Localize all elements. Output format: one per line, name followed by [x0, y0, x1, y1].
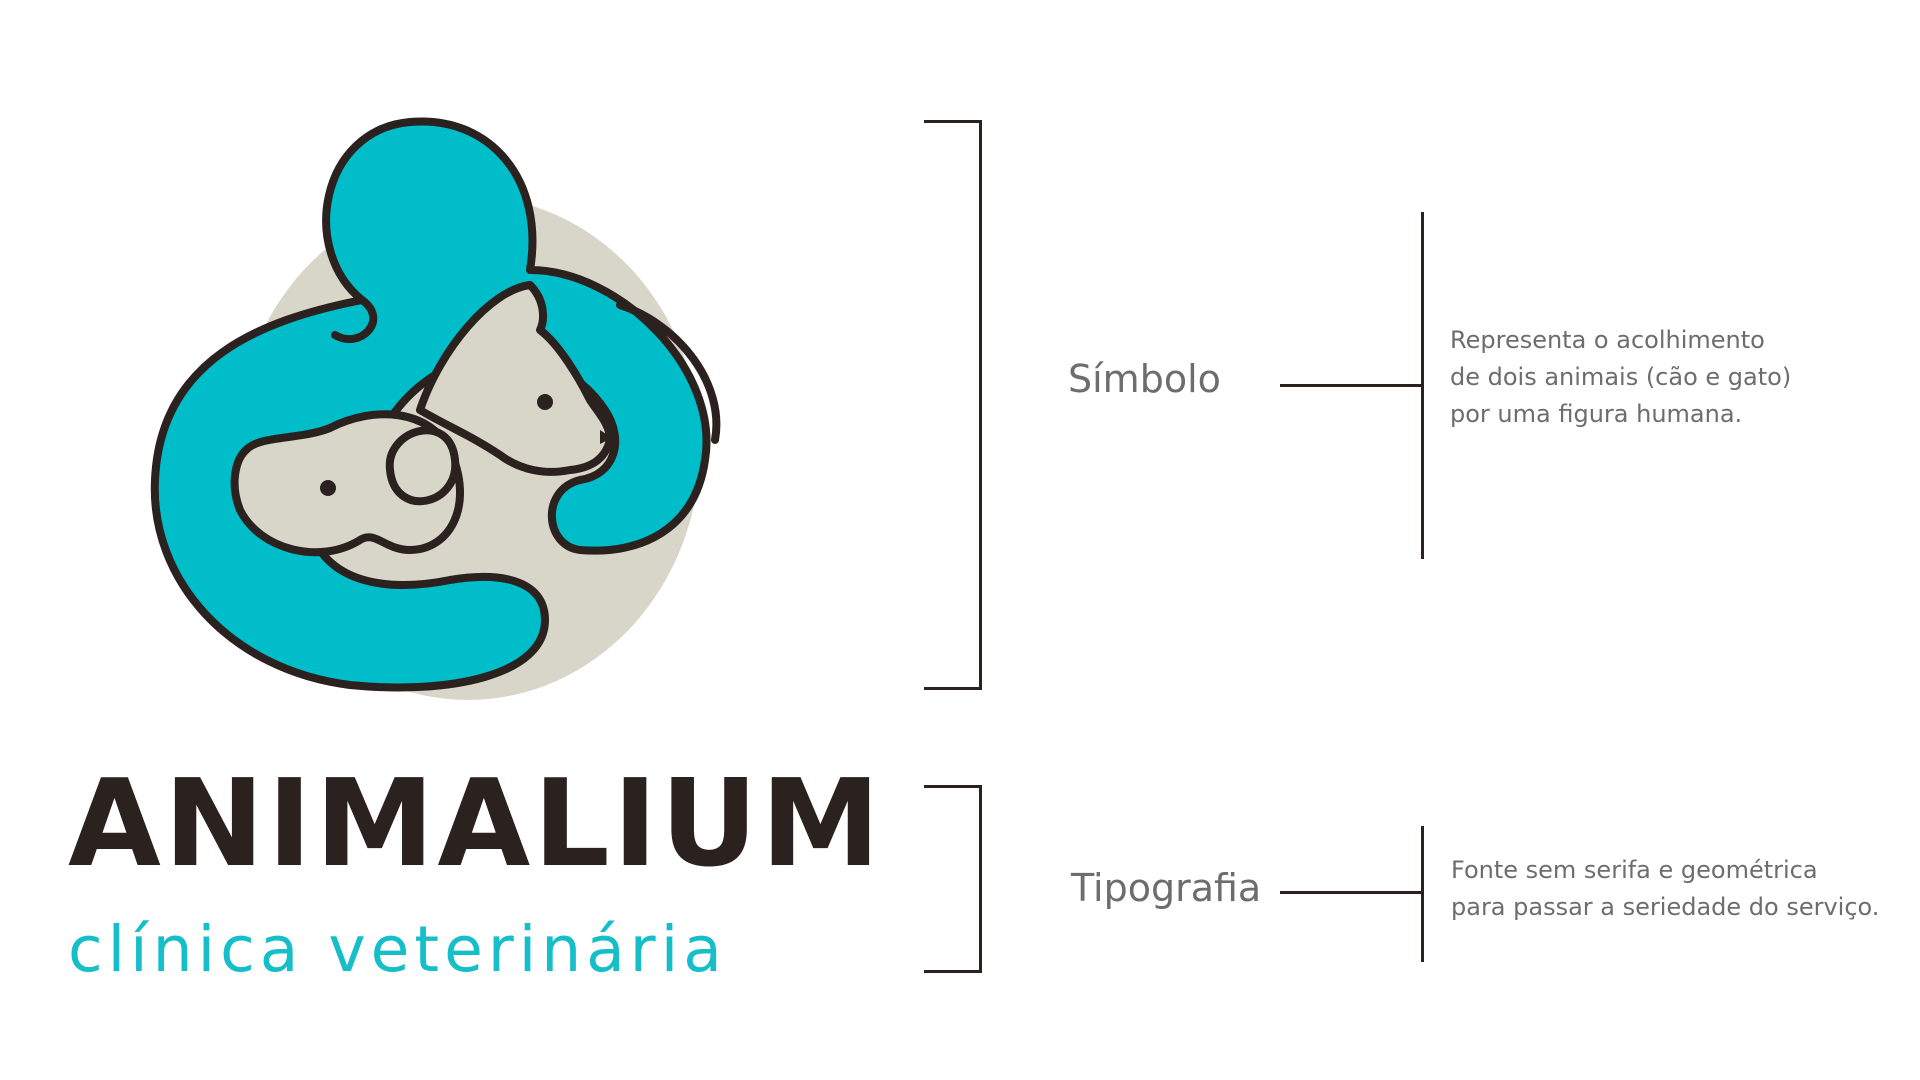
symbol-description-line: de dois animais (cão e gato) [1450, 363, 1792, 391]
typography-bracket [924, 785, 982, 973]
logo-symbol-graphic [150, 117, 721, 700]
dog-ear [385, 426, 460, 506]
brand-name: ANIMALIUM [68, 755, 884, 894]
typography-label: Tipografia [1071, 866, 1262, 910]
typography-connector-horizontal [1280, 891, 1423, 894]
cat-nose [600, 430, 612, 444]
symbol-description-line: Representa o acolhimento [1450, 326, 1765, 354]
hand-curl [616, 301, 721, 444]
symbol-label: Símbolo [1068, 357, 1221, 401]
typography-description: Fonte sem serifa e geométrica para passa… [1451, 852, 1879, 926]
cat-head [416, 281, 614, 476]
dog-eye [320, 480, 336, 496]
typography-description-line: Fonte sem serifa e geométrica [1451, 856, 1818, 884]
brand-subtitle: clínica veterinária [68, 913, 727, 986]
typography-description-line: para passar a seriedade do serviço. [1451, 893, 1880, 921]
symbol-bracket [924, 120, 982, 690]
cat-eye [537, 394, 553, 410]
symbol-description-line: por uma figura humana. [1450, 400, 1743, 428]
typography-connector-vertical [1421, 826, 1424, 962]
symbol-connector-horizontal [1280, 384, 1423, 387]
logo-symbol [150, 110, 740, 700]
symbol-description: Representa o acolhimento de dois animais… [1450, 322, 1791, 433]
head-curl [331, 296, 378, 344]
symbol-connector-vertical [1421, 212, 1424, 559]
